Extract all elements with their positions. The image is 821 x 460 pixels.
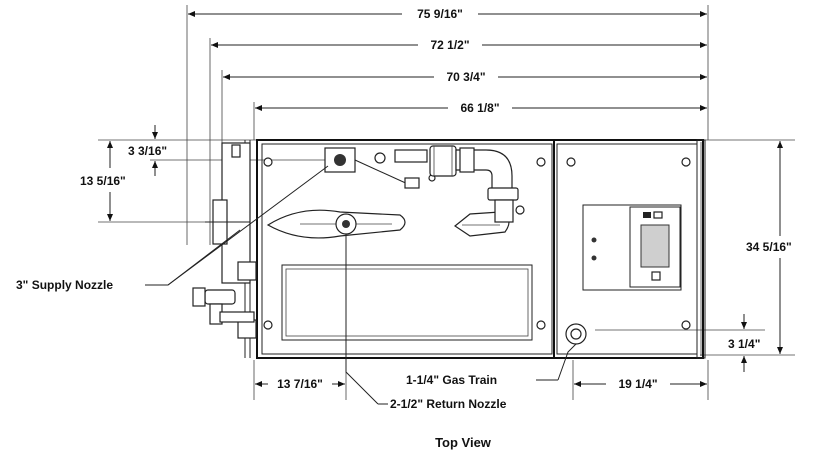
overall-width-label: 75 9/16" (417, 7, 463, 21)
left-small-label: 3 3/16" (128, 144, 167, 158)
gas-train-label: 1-1/4" Gas Train (406, 373, 497, 387)
dimension-bottom-left: 13 7/16" (255, 376, 345, 392)
width-2-label: 72 1/2" (430, 38, 469, 52)
callout-return-nozzle: 2-1/2" Return Nozzle (345, 234, 507, 411)
flue-connection (205, 142, 251, 284)
display-screen (640, 224, 670, 268)
view-caption: Top View (435, 435, 492, 450)
dimension-left-height: 13 5/16" (80, 139, 245, 223)
extension-lines (186, 5, 709, 400)
width-4-label: 66 1/8" (460, 101, 499, 115)
dimension-width-3: 70 3/4" (223, 69, 707, 85)
callout-supply-nozzle: 3" Supply Nozzle (16, 165, 329, 292)
bottom-left-label: 13 7/16" (277, 377, 323, 391)
dimension-width-2: 72 1/2" (211, 37, 707, 53)
dimension-right-small: 3 1/4" (595, 314, 765, 372)
return-nozzle-label: 2-1/2" Return Nozzle (390, 397, 507, 411)
dimension-width-4: 66 1/8" (255, 100, 707, 116)
right-small-label: 3 1/4" (728, 337, 760, 351)
control-panel (582, 204, 682, 291)
dimension-right-height: 34 5/16" (700, 139, 795, 356)
right-height-label: 34 5/16" (746, 240, 792, 254)
gas-train-piping (429, 145, 525, 223)
callout-gas-train: 1-1/4" Gas Train (406, 343, 577, 387)
bottom-right-label: 19 1/4" (618, 377, 657, 391)
width-3-label: 70 3/4" (446, 70, 485, 84)
dimension-overall-width: 75 9/16" (188, 6, 707, 22)
supply-nozzle-label: 3" Supply Nozzle (16, 278, 113, 292)
boiler-body (192, 139, 706, 359)
corner-bolts (263, 157, 691, 330)
left-fittings (192, 261, 257, 339)
access-panel (281, 264, 533, 341)
left-height-label: 13 5/16" (80, 174, 126, 188)
dimension-bottom-right: 19 1/4" (574, 376, 707, 392)
